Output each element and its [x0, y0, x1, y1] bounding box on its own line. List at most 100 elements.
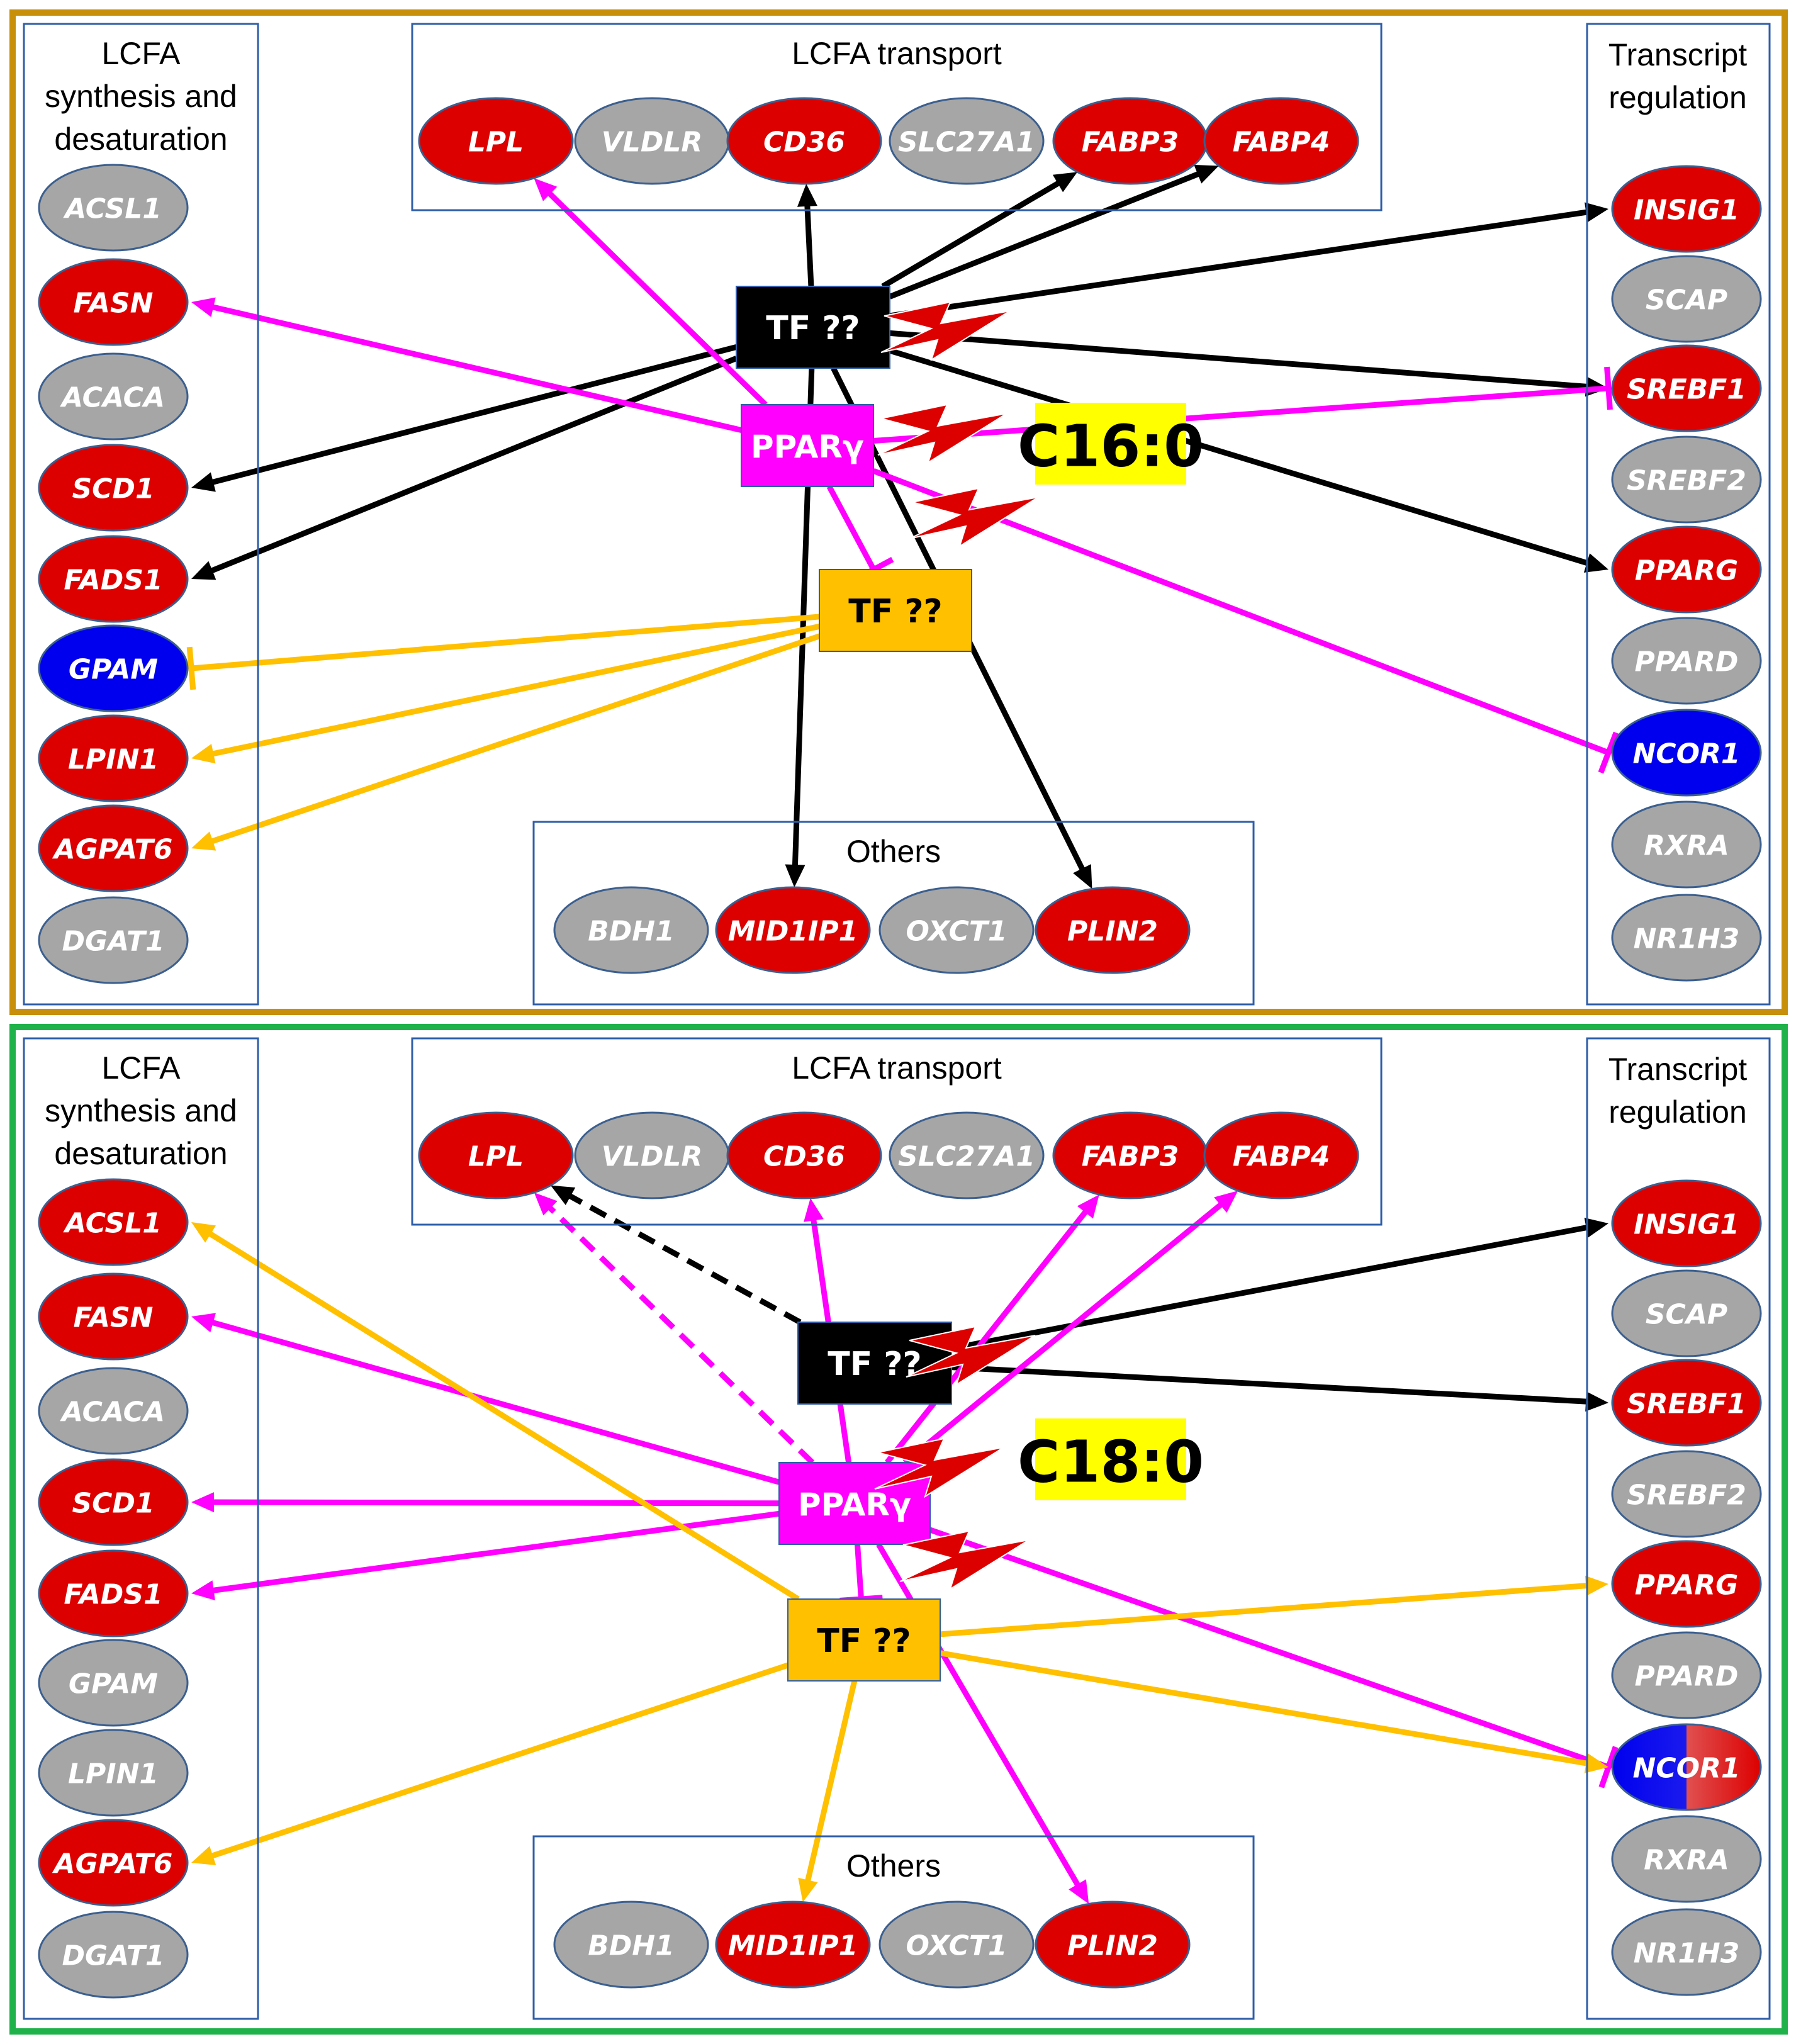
- panel-p16-gene-insig1-label: INSIG1: [1634, 194, 1739, 227]
- panel-p16-gene-fabp3-label: FABP3: [1082, 126, 1179, 159]
- panel-p18-edge-tf-black-to-srebf1-line: [951, 1364, 1593, 1405]
- panel-p18-gene-pparg-ellipse: [1611, 1540, 1762, 1628]
- panel-p18-lightning-icon: [899, 1530, 1030, 1591]
- panel-p16-group-synthesis-box: [23, 23, 259, 1006]
- panel-p16-edge-tf-black-to-pparg-arrowhead: [1583, 553, 1608, 573]
- panel-p18-group-transport-box: [411, 1037, 1383, 1226]
- panel-p18-edge-ppar-to-fasn-line: [206, 1318, 780, 1485]
- panel-p18-gene-scd1-ellipse: [38, 1458, 189, 1546]
- panel-p16-gene-gpam-label: GPAM: [69, 654, 158, 686]
- panel-p18-gene-gpam-label: GPAM: [69, 1668, 158, 1700]
- panel-p18-gene-vldlr-label: VLDLR: [602, 1141, 703, 1173]
- panel-p16-edge-tf-orange-to-gpam-line: [191, 614, 820, 671]
- panel-p16-edge-tf-black-to-insig1-line: [889, 208, 1593, 319]
- panel-p16-gene-dgat1-ellipse: [38, 896, 189, 984]
- panel-p16-gene-fasn-ellipse: [38, 258, 189, 346]
- panel-p18-synthesis-title-line: desaturation: [54, 1136, 227, 1171]
- panel-p16-edge-ppar-to-tf-orange-line: [826, 485, 877, 571]
- panel-p18-gene-dgat1-label: DGAT1: [62, 1940, 164, 1972]
- panel-p18-edge-ppar-to-fabp4-arrowhead: [1214, 1191, 1238, 1213]
- panel-p18-gene-srebf1-ellipse: [1611, 1359, 1762, 1447]
- panel-p16-edge-tf-black-to-fads1-line: [205, 356, 738, 576]
- panel-p18-edge-tf-orange-to-acsl1-line: [203, 1228, 800, 1602]
- panel-p18-gene-scd1-label: SCD1: [72, 1488, 154, 1520]
- edges-layer: [186, 164, 1619, 1904]
- panel-p16-gene-nr1h3-ellipse: [1611, 894, 1762, 982]
- panel-p16-group-transport-box: [411, 23, 1383, 211]
- panel-p16-gene-lpin1-label: LPIN1: [68, 744, 159, 776]
- panel-p16-others-title: Others: [846, 834, 941, 869]
- panel-p18-edge-tf-orange-to-ncor1-line: [940, 1650, 1593, 1768]
- panel-p18-edge-tf-orange-to-pparg-arrowhead: [1585, 1575, 1608, 1596]
- panel-p18-box-tf-black: [797, 1322, 952, 1405]
- panel-p16-edge-tf-black-to-cd36-line: [804, 199, 814, 287]
- panel-p18-fatty-acid-label: C18:0: [1018, 1429, 1204, 1496]
- panel-p18-edge-tf-orange-to-acsl1-arrowhead: [191, 1222, 216, 1243]
- panel-p18-gene-acsl1-ellipse: [38, 1178, 189, 1266]
- panel-p18-gene-rxra-ellipse: [1611, 1815, 1762, 1903]
- panel-p16-transcript-title-line: regulation: [1608, 80, 1747, 115]
- panel-p18-group-synthesis-box: [23, 1037, 259, 2020]
- panel-p18-gene-dgat1-ellipse: [38, 1911, 189, 1999]
- panel-p18-edge-ppar-to-lpl-arrowhead: [534, 1192, 558, 1216]
- panel-p18-gene-rxra-label: RXRA: [1644, 1845, 1729, 1877]
- panel-p18-gene-mid1ip1-label: MID1IP1: [728, 1930, 858, 1962]
- panel-p16-gene-gpam-ellipse: [38, 624, 189, 712]
- panel-p18-gene-ppard-ellipse: [1611, 1631, 1762, 1719]
- panel-p16-edge-ppar-to-fasn-line: [206, 303, 743, 433]
- panel-p16-gene-scd1-ellipse: [38, 444, 189, 532]
- panel-p18-fatty-acid-box: [1035, 1418, 1186, 1500]
- nodes-layer: ACSL1FASNACACASCD1FADS1GPAMLPIN1AGPAT6DG…: [38, 97, 1762, 1999]
- panel-p18-edge-ppar-to-scd1-arrowhead: [191, 1492, 215, 1513]
- panel-p18-gene-scap-ellipse: [1611, 1269, 1762, 1357]
- panel-p16-gene-ncor1-label: NCOR1: [1632, 738, 1740, 770]
- panel-p18-edge-tf-black-to-insig1-line: [951, 1223, 1593, 1352]
- panel-p16-gene-fads1-label: FADS1: [64, 564, 162, 597]
- panel-p16-group-others-box: [532, 821, 1255, 1006]
- panel-p18-gene-plin2-label: PLIN2: [1067, 1930, 1158, 1962]
- panel-p16-group-transcript-box: [1586, 23, 1771, 1006]
- panel-p18-edge-tf-black-to-srebf1-arrowhead: [1585, 1391, 1608, 1412]
- panel-p18-gene-cd36-ellipse: [726, 1111, 882, 1199]
- panel-p16-gene-cd36-label: CD36: [763, 126, 845, 159]
- panel-p16-gene-dgat1-label: DGAT1: [62, 926, 164, 958]
- panel-p16-gene-fabp4-ellipse: [1203, 97, 1359, 185]
- panel-p16-gene-vldlr-label: VLDLR: [602, 126, 703, 159]
- panel-p18-synthesis-title-line: LCFA: [101, 1050, 181, 1086]
- panel-p16-box-tf-black-label: TF ??: [766, 310, 860, 347]
- panel-p16-edge-tf-black-to-fads1-arrowhead: [191, 561, 216, 580]
- panel-p18-edge-tf-orange-to-agpat6-line: [206, 1662, 789, 1861]
- panel-p18-edge-tf-black-to-lpl-line: [563, 1191, 802, 1325]
- panel-p16-gene-slc27a1-ellipse: [889, 97, 1045, 185]
- panel-p16-edge-tf-black-to-fabp3-line: [881, 177, 1065, 289]
- panel-p16-gene-lpin1-ellipse: [38, 714, 189, 802]
- panel-p16-fatty-acid-label: C16:0: [1018, 413, 1204, 480]
- panel-p18-group-others-box: [532, 1835, 1255, 2020]
- panel-p18-box-tf-orange: [787, 1598, 941, 1682]
- panel-p16-edge-tf-black-to-scd1-arrowhead: [191, 472, 216, 492]
- panel-p16-box-tf-black: [736, 286, 890, 369]
- panel-p18-gene-slc27a1-label: SLC27A1: [898, 1141, 1035, 1173]
- panel-p18-gene-insig1-label: INSIG1: [1634, 1209, 1739, 1241]
- panel-p16-gene-plin2-label: PLIN2: [1067, 916, 1158, 948]
- panel-p16-gene-mid1ip1-ellipse: [715, 886, 871, 974]
- panel-p18-gene-insig1-ellipse: [1611, 1179, 1762, 1267]
- panel-p18-box-tf-black-label: TF ??: [828, 1345, 921, 1383]
- panel-p16-edge-tf-black-to-fabp4-line: [889, 169, 1205, 300]
- panel-p16-lightning-icon: [880, 301, 1011, 362]
- panel-p16-gene-bdh1-ellipse: [553, 886, 709, 974]
- panel-p16-lightning-icon: [909, 487, 1039, 548]
- panel-p18-gene-agpat6-label: AGPAT6: [52, 1848, 173, 1880]
- panel-p16-gene-ppard-label: PPARD: [1635, 646, 1739, 678]
- panel-p18-box-ppar-label: PPARγ: [798, 1486, 911, 1523]
- panel-p16-edge-tf-black-to-insig1-arrowhead: [1585, 202, 1608, 223]
- panel-p18-edge-ppar-to-fasn-arrowhead: [191, 1313, 216, 1333]
- panel-p18-edge-tf-orange-to-mid1ip1-line: [804, 1680, 858, 1887]
- panel-p16-gene-pparg-label: PPARG: [1635, 555, 1739, 587]
- panel-p18-gene-ncor1-ellipse: [1611, 1723, 1762, 1811]
- panel-p18-gene-bdh1-ellipse: [553, 1901, 709, 1989]
- panel-p18-gene-fabp4-label: FABP4: [1233, 1141, 1330, 1173]
- panel-p16-frame: [9, 9, 1788, 1015]
- panel-p16-gene-slc27a1-label: SLC27A1: [898, 126, 1035, 159]
